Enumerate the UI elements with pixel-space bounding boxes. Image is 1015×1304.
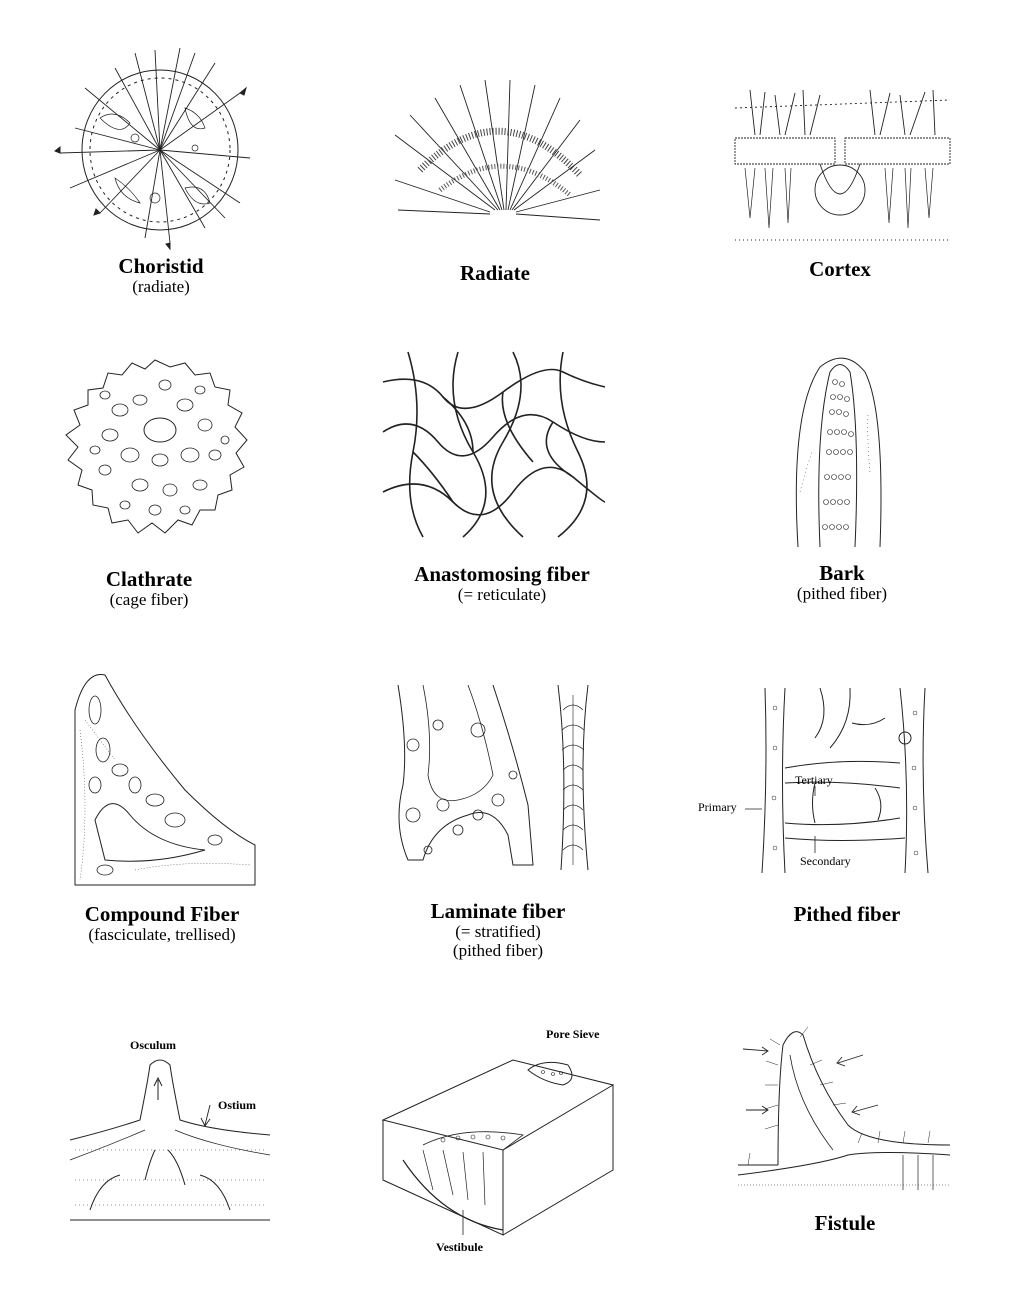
cortex-caption: Cortex [809, 258, 871, 280]
compound-fiber-title: Compound Fiber [84, 902, 240, 926]
laminate-fiber-subtitle: (= stratified) [455, 922, 541, 941]
clathrate-illustration [60, 355, 250, 540]
anastomosing-title: Anastomosing fiber [414, 562, 590, 586]
pore-sieve-illustration: Pore Sieve Vestibule [383, 1027, 613, 1254]
secondary-label: Secondary [800, 854, 851, 868]
pithed-fiber-illustration: Primary Tertiary Secondary [698, 688, 945, 873]
choristid-illustration [55, 48, 255, 248]
radiate-caption: Radiate [460, 262, 530, 284]
pithed-fiber-caption: Pithed fiber [794, 903, 901, 925]
vestibule-label: Vestibule [436, 1240, 483, 1254]
fistule-illustration [738, 1025, 950, 1195]
laminate-fiber-title: Laminate fiber [430, 899, 566, 923]
tertiary-label: Tertiary [795, 773, 833, 787]
cortex-illustration [735, 90, 950, 240]
ostium-label: Ostium [218, 1098, 257, 1112]
bark-title: Bark [819, 561, 865, 585]
compound-fiber-illustration [75, 670, 255, 885]
bark-subtitle: (pithed fiber) [796, 584, 888, 603]
fistule-title: Fistule [814, 1211, 876, 1235]
laminate-fiber-subtitle-2: (pithed fiber) [452, 941, 544, 960]
laminate-fiber-illustration [383, 685, 605, 870]
osculum-label: Osculum [130, 1038, 177, 1052]
fistule-caption: Fistule [815, 1212, 876, 1234]
anastomosing-subtitle: (= reticulate) [457, 585, 547, 604]
radiate-illustration [390, 80, 605, 225]
bark-illustration [790, 352, 890, 547]
bark-caption: Bark (pithed fiber) [797, 562, 887, 603]
clathrate-title: Clathrate [105, 567, 193, 591]
pore-sieve-label: Pore Sieve [546, 1027, 600, 1041]
choristid-caption: Choristid (radiate) [118, 255, 203, 296]
osculum-ostium-illustration: Osculum Ostium [70, 1038, 270, 1220]
pithed-fiber-title: Pithed fiber [793, 902, 901, 926]
choristid-subtitle: (radiate) [132, 277, 190, 296]
anastomosing-caption: Anastomosing fiber (= reticulate) [414, 563, 590, 604]
clathrate-subtitle: (cage fiber) [109, 590, 189, 609]
primary-label: Primary [698, 800, 737, 814]
compound-fiber-caption: Compound Fiber (fasciculate, trellised) [85, 903, 240, 944]
laminate-fiber-caption: Laminate fiber (= stratified) (pithed fi… [431, 900, 566, 960]
cortex-title: Cortex [809, 257, 871, 281]
radiate-title: Radiate [460, 261, 530, 285]
anastomosing-illustration [383, 352, 605, 537]
compound-fiber-subtitle: (fasciculate, trellised) [88, 925, 236, 944]
choristid-title: Choristid [118, 254, 204, 278]
clathrate-caption: Clathrate (cage fiber) [106, 568, 192, 609]
